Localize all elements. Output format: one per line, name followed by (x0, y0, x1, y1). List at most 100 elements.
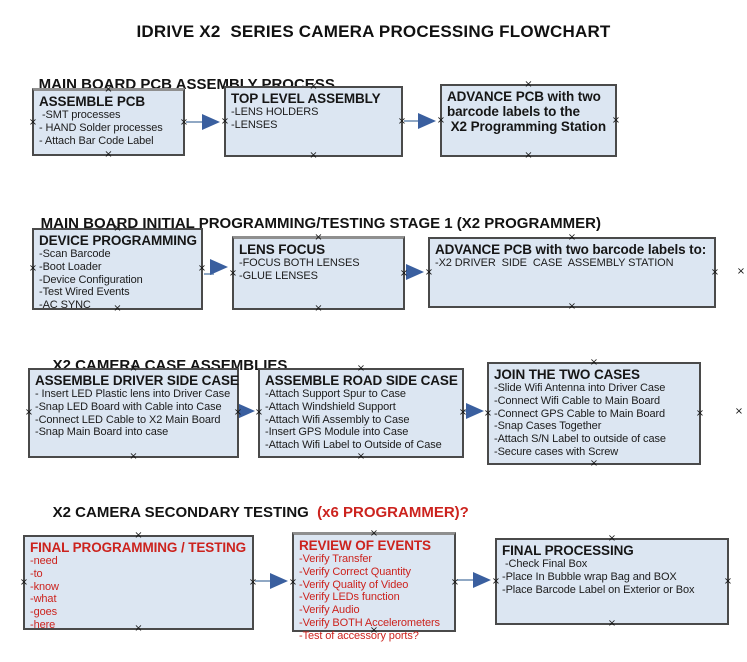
connection-point-icon: × (314, 303, 323, 314)
box-step-item: -Attach Windshield Support (265, 400, 396, 413)
connection-point-icon: × (723, 575, 733, 587)
connection-point-icon: × (524, 150, 533, 161)
heading-text: X2 CAMERA SECONDARY TESTING (52, 504, 313, 521)
connection-point-icon: × (710, 266, 720, 278)
page-title: IDRIVE X2 SERIES CAMERA PROCESSING FLOWC… (136, 22, 611, 41)
flow-box: REVIEW OF EVENTS-Verify Transfer-Verify … (289, 529, 459, 642)
flow-box: JOIN THE TWO CASES-Slide Wifi Antenna in… (484, 358, 704, 469)
box-step-item: -Connect GPS Cable to Main Board (494, 407, 666, 420)
connection-point-icon: × (288, 576, 298, 588)
connection-point-icon: × (179, 116, 189, 128)
connection-point-icon: × (483, 407, 493, 419)
box-title: ASSEMBLE DRIVER SIDE CASE (35, 373, 239, 388)
connection-point-icon: × (695, 407, 705, 419)
box-title-line: ADVANCE PCB with two (447, 89, 601, 104)
box-title: FINAL PROGRAMMING / TESTING (30, 540, 247, 555)
box-step-item: -Connect Wifi Cable to Main Board (494, 394, 661, 407)
flow-box: FINAL PROCESSING -Check Final Box-Place … (492, 534, 732, 629)
box-step-item: -know (30, 580, 59, 593)
flow-box: TOP LEVEL ASSEMBLY-LENS HOLDERS-LENSES××… (221, 82, 406, 161)
flow-box: ASSEMBLE PCB -SMT processes- HAND Solder… (29, 85, 188, 160)
box-step-item: -Verify Transfer (299, 553, 372, 565)
box-step-item: -FOCUS BOTH LENSES (239, 257, 360, 269)
box-step-item: -Connect LED Cable to X2 Main Board (35, 413, 221, 426)
box-step-item: -Secure cases with Screw (494, 445, 619, 458)
box-step-item: -Snap Main Board into case (35, 426, 169, 439)
box-step-item: -what (30, 593, 57, 606)
box-step-item: -Place Barcode Label on Exterior or Box (502, 583, 695, 596)
box-step-item: -Slide Wifi Antenna into Driver Case (494, 382, 666, 394)
connection-point-icon: × (436, 114, 446, 126)
box-step-item: -Verify BOTH Accelerometers (299, 616, 440, 629)
connection-point-icon: × (220, 115, 230, 127)
box-step-item: -goes (30, 606, 58, 619)
box-step-item: -Place In Bubble wrap Bag and BOX (502, 570, 677, 583)
box-step-item: - HAND Solder processes (39, 121, 163, 134)
box-title-line: X2 Programming Station (447, 119, 606, 134)
connection-point-icon: × (356, 451, 366, 462)
connection-point-icon: × (248, 576, 258, 588)
connection-point-icon: × (397, 115, 407, 127)
heading-text-red: (x6 PROGRAMMER)? (312, 504, 469, 521)
connection-point-icon: × (254, 407, 264, 418)
box-step-item: -GLUE LENSES (239, 269, 318, 282)
connection-point-icon: × (28, 263, 38, 274)
box-step-item: -need (30, 555, 58, 567)
box-step-item: -here (30, 618, 56, 631)
connection-point-icon: × (28, 116, 38, 128)
box-step-item: -Test of accessory ports? (299, 629, 419, 642)
box-title: DEVICE PROGRAMMING (39, 233, 197, 248)
box-step-item: -Attach Support Spur to Case (265, 388, 406, 400)
box-title: ASSEMBLE ROAD SIDE CASE (265, 373, 458, 388)
box-step-item: -Device Configuration (39, 273, 143, 286)
box-step-item: -Attach S/N Label to outside of case (494, 433, 666, 446)
box-step-item: -Attach Wifi Assembly to Case (265, 413, 410, 426)
box-step-item: -SMT processes (39, 109, 121, 121)
box-step-item: -LENSES (231, 118, 278, 131)
box-step-item: -Verify Audio (299, 604, 360, 617)
box-step-item: -Verify LEDs function (299, 591, 400, 604)
box-step-item: -Boot Loader (39, 260, 102, 273)
box-title-line: barcode labels to the (447, 104, 580, 119)
connection-point-icon: × (458, 407, 468, 418)
connection-point-icon: × (611, 114, 621, 126)
box-step-item: -Snap LED Board with Cable into Case (35, 400, 222, 413)
flow-box: ASSEMBLE ROAD SIDE CASE-Attach Support S… (255, 364, 467, 462)
connection-point-icon: × (129, 451, 138, 462)
flow-box: ADVANCE PCB with two barcode labels to:-… (425, 233, 719, 312)
box-step-item: - Attach Bar Code Label (39, 134, 154, 147)
connection-point-icon: × (734, 406, 744, 417)
box-title: LENS FOCUS (239, 242, 326, 257)
connection-point-icon: × (233, 407, 243, 418)
box-step-item: -X2 DRIVER SIDE CASE ASSEMBLY STATION (435, 257, 674, 269)
box-step-item: -Scan Barcode (39, 248, 111, 260)
flow-box: FINAL PROGRAMMING / TESTING-need-to-know… (20, 531, 257, 634)
connection-point-icon: × (589, 458, 599, 469)
box-title: FINAL PROCESSING (502, 543, 634, 558)
flow-box: DEVICE PROGRAMMING-Scan Barcode-Boot Loa… (29, 224, 206, 314)
connection-point-icon: × (24, 407, 34, 418)
box-title: ASSEMBLE PCB (39, 94, 146, 109)
box-step-item: -Test Wired Events (39, 286, 130, 299)
connection-point-icon: × (424, 266, 434, 278)
box-step-item: -to (30, 567, 43, 580)
connection-point-icon: × (309, 150, 318, 161)
connection-point-icon: × (736, 266, 746, 277)
connection-point-icon: × (399, 267, 409, 279)
connection-point-icon: × (567, 301, 577, 312)
box-step-item: -Snap Cases Together (494, 420, 602, 433)
box-step-item: -AC SYNC (39, 299, 91, 312)
box-step-item: - Insert LED Plastic lens into Driver Ca… (35, 388, 231, 400)
box-step-item: -Attach Wifi Label to Outside of Case (265, 439, 442, 452)
box-title: JOIN THE TWO CASES (494, 367, 640, 382)
flow-box: ASSEMBLE DRIVER SIDE CASE- Insert LED Pl… (25, 364, 242, 462)
box-title: ADVANCE PCB with two barcode labels to: (435, 242, 707, 257)
heading-text: MAIN BOARD INITIAL PROGRAMMING/TESTING S… (40, 215, 601, 232)
connection-point-icon: × (450, 576, 460, 588)
connection-point-icon: × (104, 149, 113, 160)
box-step-item: -Insert GPS Module into Case (265, 426, 409, 439)
connection-point-icon: × (228, 267, 238, 279)
section-heading-initial-programming: MAIN BOARD INITIAL PROGRAMMING/TESTING S… (24, 198, 601, 249)
